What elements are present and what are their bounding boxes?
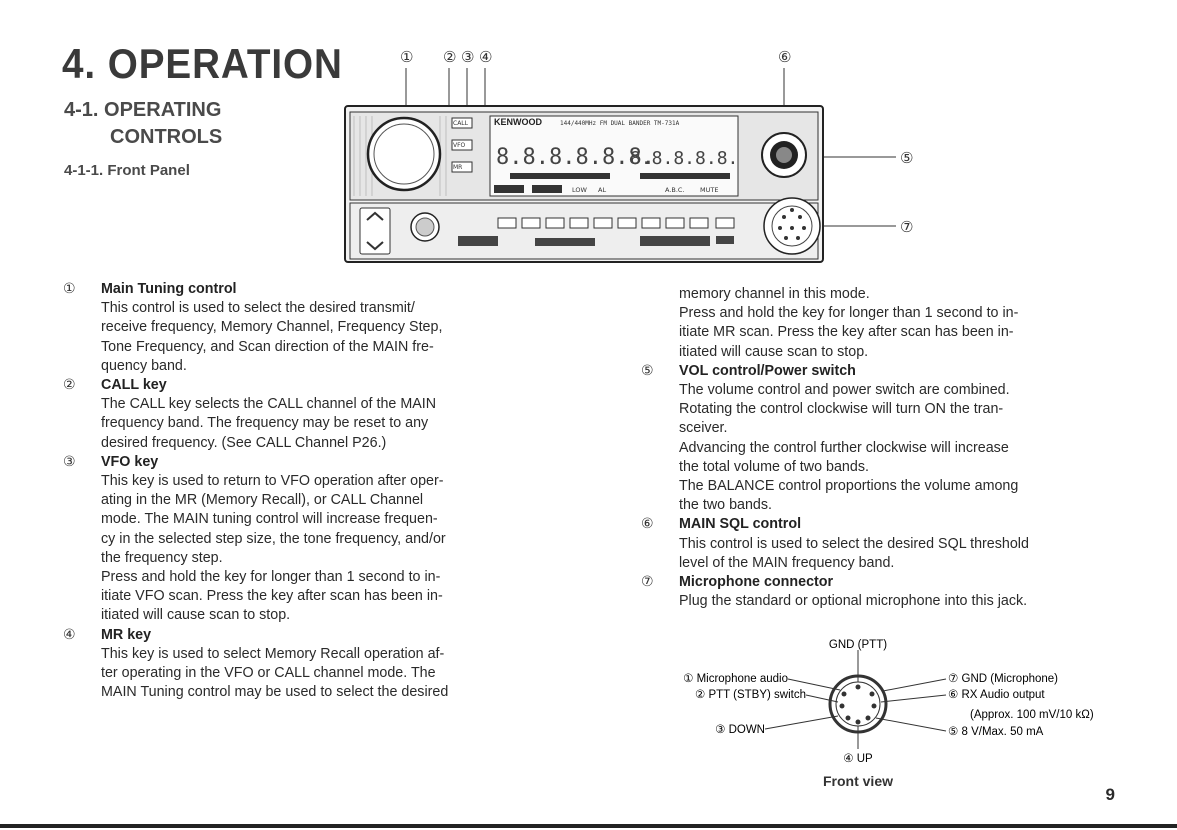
call-key-label: CALL: [453, 120, 469, 127]
item-text: the two bands.: [679, 497, 772, 514]
pin-rx-audio-spec: (Approx. 100 mV/10 kΩ): [970, 709, 1094, 721]
pin-gnd-ptt: GND (PTT): [829, 639, 887, 651]
item-text: ter operating in the VFO or CALL channel…: [101, 665, 436, 682]
item-text: Tone Frequency, and Scan direction of th…: [101, 338, 434, 355]
display-right: 8.8.8.8.8.: [630, 148, 738, 169]
item-title: VFO key: [101, 453, 159, 470]
chapter-title: 4. OPERATION: [62, 40, 343, 87]
item-text: This control is used to select the desir…: [679, 535, 1029, 552]
item-title: CALL key: [101, 377, 167, 394]
continuation-text: Press and hold the key for longer than 1…: [679, 305, 1019, 322]
callout-1: ①: [400, 48, 413, 66]
item-number: ⑤: [641, 362, 654, 379]
connector-caption: Front view: [823, 773, 893, 789]
item-text: receive frequency, Memory Channel, Frequ…: [101, 319, 443, 336]
pin-down: ③ DOWN: [715, 724, 765, 736]
item-number: ③: [63, 453, 76, 470]
brand-label: KENWOOD: [494, 117, 542, 127]
section-title-line1: 4-1. OPERATING: [64, 99, 222, 121]
item-text: the total volume of two bands.: [679, 458, 869, 475]
item-text: Press and hold the key for longer than 1…: [101, 569, 441, 586]
item-text: itiated will cause scan to stop.: [101, 607, 291, 624]
item-text: itiate VFO scan. Press the key after sca…: [101, 588, 443, 605]
pin-mic-audio: ① Microphone audio: [683, 673, 788, 685]
mr-key-label: MR: [453, 164, 462, 171]
pin-8v: ⑤ 8 V/Max. 50 mA: [948, 726, 1044, 738]
item-text: level of the MAIN frequency band.: [679, 554, 895, 571]
item-text: desired frequency. (See CALL Channel P26…: [101, 434, 387, 451]
left-column: ① Main Tuning control This control is us…: [63, 280, 561, 703]
status-abc: A.B.C.: [665, 186, 685, 194]
page-number: 9: [1105, 785, 1115, 804]
callout-3: ③: [461, 48, 474, 66]
item-text: sceiver.: [679, 420, 728, 437]
item-title: MAIN SQL control: [679, 516, 802, 533]
item-mic-connector: ⑦ Microphone connector Plug the standard…: [641, 573, 1129, 611]
item-vol-power: ⑤ VOL control/Power switch The volume co…: [641, 362, 1129, 516]
item-text: Plug the standard or optional microphone…: [679, 593, 1028, 610]
pin-gnd-mic: ⑦ GND (Microphone): [948, 673, 1058, 685]
item-text: The volume control and power switch are …: [679, 382, 1010, 399]
item-text: This key is used to return to VFO operat…: [101, 473, 444, 490]
right-column: memory channel in this mode. Press and h…: [641, 285, 1129, 611]
item-main-tuning: ① Main Tuning control This control is us…: [63, 280, 561, 376]
item-main-sql: ⑥ MAIN SQL control This control is used …: [641, 515, 1129, 573]
status-al: AL: [598, 186, 606, 194]
pin-rx-audio: ⑥ RX Audio output: [948, 689, 1045, 701]
model-label: 144/440MHz FM DUAL BANDER TM-731A: [560, 120, 680, 127]
item-title: Main Tuning control: [101, 281, 237, 297]
item-text: This key is used to select Memory Recall…: [101, 645, 445, 662]
item-number: ⑦: [641, 574, 654, 591]
item-number: ④: [63, 626, 76, 643]
status-low: LOW: [572, 186, 588, 194]
status-mute: MUTE: [700, 186, 718, 194]
section-title-line2: CONTROLS: [110, 126, 223, 148]
item-text: Rotating the control clockwise will turn…: [679, 401, 1004, 418]
front-panel-diagram: ① ② ③ ④ ⑥ ⑤ ⑦ CALL VFO MR KENWOOD 144/44…: [344, 48, 913, 263]
bottom-rule: [0, 824, 1177, 828]
callout-6: ⑥: [778, 48, 791, 66]
item-text: quency band.: [101, 357, 187, 374]
item-number: ①: [63, 281, 76, 297]
item-text: ating in the MR (Memory Recall), or CALL…: [101, 492, 424, 509]
display-left: 8.8.8.8.8.8.: [496, 145, 655, 170]
pin-up: ④ UP: [843, 753, 873, 765]
item-text: frequency band. The frequency may be res…: [101, 415, 429, 432]
item-number: ⑥: [641, 516, 654, 533]
connector-pinout-diagram: GND (PTT) ① Microphone audio ② PTT (STBY…: [683, 639, 1094, 789]
item-mr-key: ④ MR key This key is used to select Memo…: [63, 626, 561, 703]
pin-ptt: ② PTT (STBY) switch: [695, 689, 806, 701]
callout-5: ⑤: [900, 149, 913, 167]
item-title: Microphone connector: [679, 574, 834, 591]
item-text: The CALL key selects the CALL channel of…: [101, 396, 437, 413]
item-text: the frequency step.: [101, 549, 223, 566]
continuation-text: itiate MR scan. Press the key after scan…: [679, 324, 1014, 341]
item-text: This control is used to select the desir…: [101, 300, 415, 317]
item-text: MAIN Tuning control may be used to selec…: [101, 684, 449, 701]
callout-2: ②: [443, 48, 456, 66]
item-text: The BALANCE control proportions the volu…: [679, 478, 1019, 495]
item-text: Advancing the control further clockwise …: [679, 439, 1009, 456]
item-title: VOL control/Power switch: [679, 362, 856, 379]
vfo-key-label: VFO: [453, 142, 466, 149]
subsection-title: 4-1-1. Front Panel: [64, 162, 190, 179]
item-call-key: ② CALL key The CALL key selects the CALL…: [63, 376, 561, 453]
callout-4: ④: [479, 48, 492, 66]
item-title: MR key: [101, 626, 152, 643]
section-title: 4-1. OPERATING CONTROLS: [64, 97, 222, 151]
item-text: cy in the selected step size, the tone f…: [101, 530, 446, 547]
continuation-text: itiated will cause scan to stop.: [679, 343, 869, 360]
callout-7: ⑦: [900, 218, 913, 236]
item-vfo-key: ③ VFO key This key is used to return to …: [63, 453, 561, 626]
item-text: mode. The MAIN tuning control will incre…: [101, 511, 438, 528]
continuation-text: memory channel in this mode.: [679, 286, 870, 302]
item-number: ②: [63, 377, 76, 394]
